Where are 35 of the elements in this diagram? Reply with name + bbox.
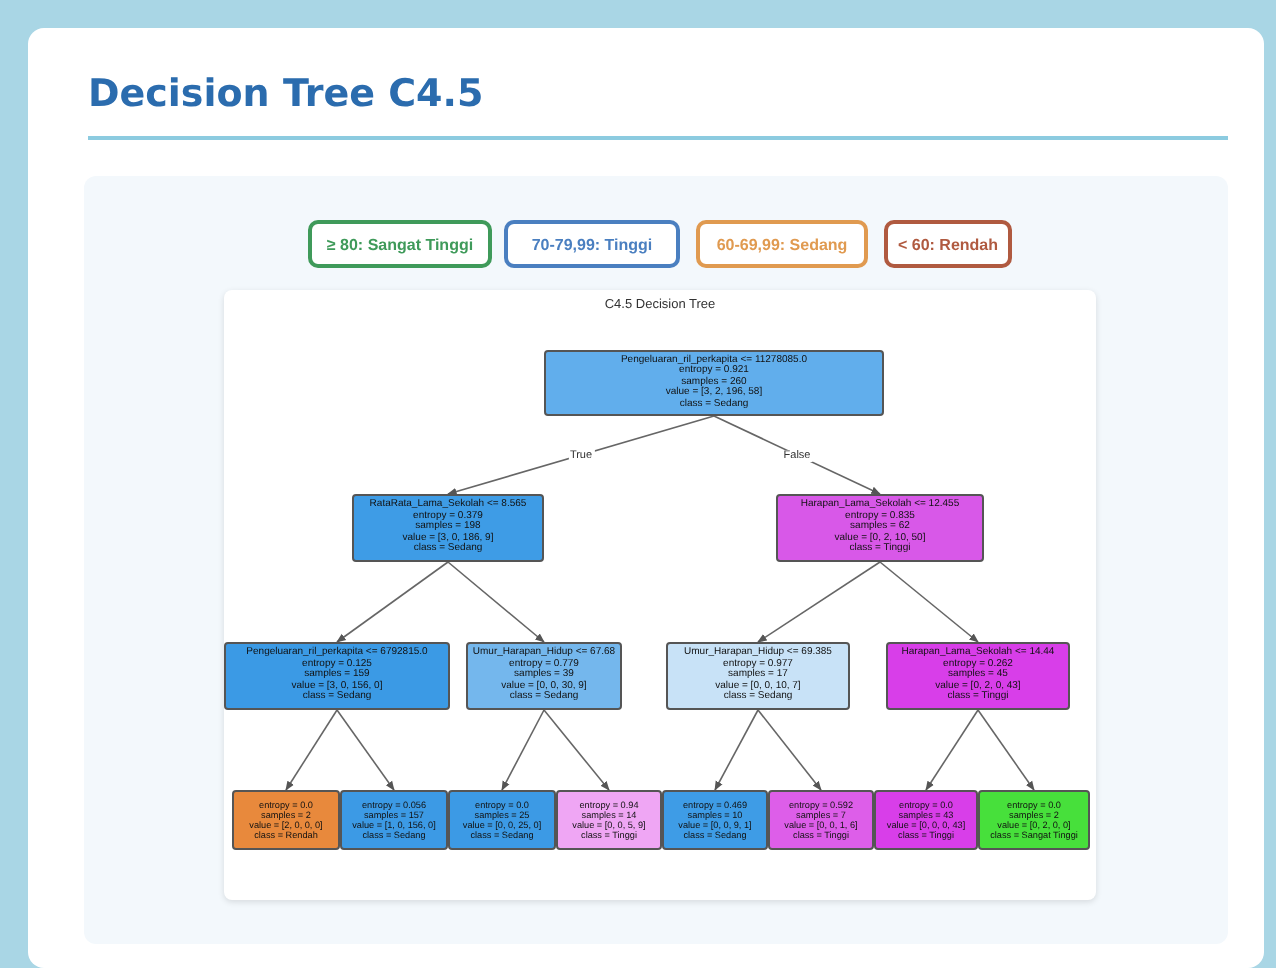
arrow [447, 561, 545, 643]
legend-item: ≥ 80: Sangat Tinggi [308, 220, 492, 268]
arrow [543, 709, 610, 791]
arrow [713, 415, 881, 495]
arrow [879, 561, 979, 643]
arrow [336, 561, 449, 643]
arrow [501, 709, 545, 791]
leaf-node [768, 790, 874, 850]
arrow [757, 709, 822, 791]
decision-node [886, 642, 1070, 710]
decision-node [352, 494, 544, 562]
page-title: Decision Tree C4.5 [88, 72, 484, 116]
arrow [447, 415, 715, 496]
leaf-node [340, 790, 448, 850]
arrow [714, 709, 759, 791]
arrow [285, 709, 338, 791]
leaf-node [874, 790, 978, 850]
arrow [336, 709, 395, 791]
leaf-node [978, 790, 1090, 850]
leaf-node [662, 790, 768, 850]
decision-node [466, 642, 622, 710]
leaf-node [556, 790, 662, 850]
arrow [925, 709, 979, 791]
decision-node [224, 642, 450, 710]
decision-node [776, 494, 984, 562]
legend-item: 60-69,99: Sedang [696, 220, 868, 268]
decision-node [666, 642, 850, 710]
arrow [977, 709, 1035, 791]
decision-node [544, 350, 884, 416]
leaf-node [448, 790, 556, 850]
arrow [757, 561, 881, 643]
chart-card [224, 290, 1096, 900]
legend-item: < 60: Rendah [884, 220, 1012, 268]
leaf-node [232, 790, 340, 850]
legend-item: 70-79,99: Tinggi [504, 220, 680, 268]
